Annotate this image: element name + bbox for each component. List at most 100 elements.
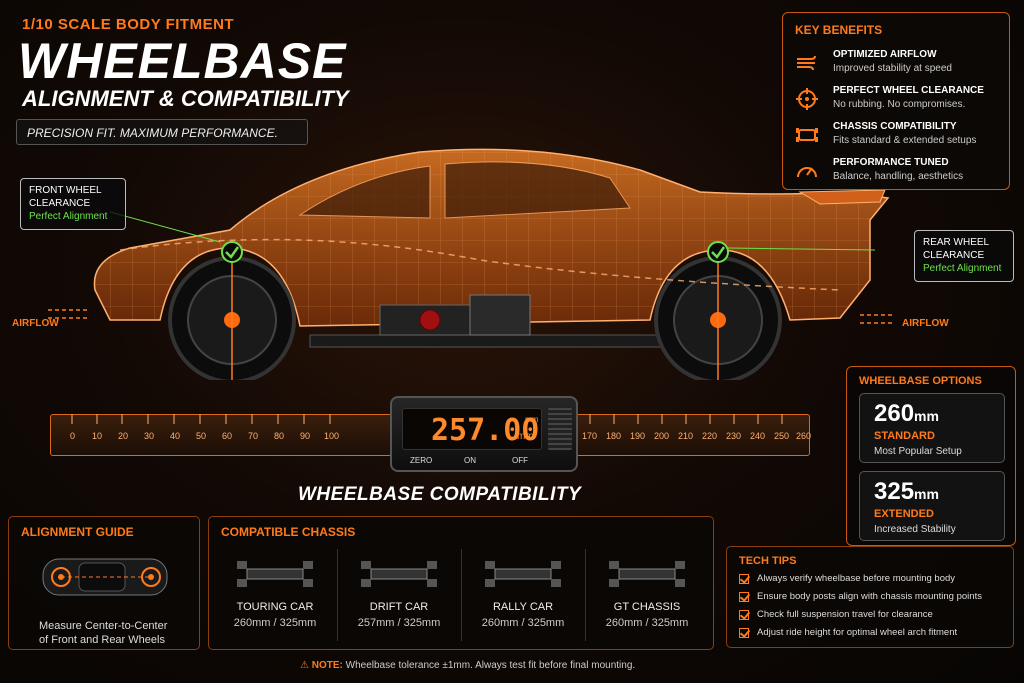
benefit-title: PERFORMANCE TUNED xyxy=(833,157,949,168)
tick-label: 40 xyxy=(170,431,181,441)
compatible-chassis-title: COMPATIBLE CHASSIS xyxy=(221,525,356,539)
tick-label: 210 xyxy=(678,431,694,441)
tip-item: Adjust ride height for optimal wheel arc… xyxy=(739,627,1009,641)
lcd-screen: 257.00 mm mm xyxy=(402,408,542,450)
tick-label: 190 xyxy=(630,431,646,441)
benefit-desc: Balance, handling, aesthetics xyxy=(833,171,964,182)
front-callout-title-1: FRONT WHEEL xyxy=(29,185,102,196)
kicker-text: 1/10 SCALE BODY FITMENT xyxy=(22,16,235,33)
airflow-left-label: AIRFLOW xyxy=(12,318,59,329)
tip-text: Ensure body posts align with chassis mou… xyxy=(757,591,982,602)
tick-label: 10 xyxy=(92,431,103,441)
chassis-icon xyxy=(796,128,818,142)
divider xyxy=(461,549,462,641)
tech-tips-title: TECH TIPS xyxy=(739,555,797,567)
rally-chassis-icon xyxy=(485,561,561,587)
chassis-item-gt: GT CHASSIS 260mm / 325mm xyxy=(591,535,703,645)
tick-label: 0 xyxy=(70,431,76,441)
chassis-name: GT CHASSIS xyxy=(613,601,681,613)
on-button[interactable]: ON xyxy=(464,456,476,465)
key-benefits-title: KEY BENEFITS xyxy=(795,23,883,37)
tick-label: 260 xyxy=(796,431,812,441)
divider xyxy=(585,549,586,641)
rear-check-icon xyxy=(707,241,729,263)
tick-label: 200 xyxy=(654,431,670,441)
option-value: 325mm xyxy=(874,478,939,505)
tip-item: Check full suspension travel for clearan… xyxy=(739,609,1009,623)
tick-label: 60 xyxy=(222,431,233,441)
benefit-item: CHASSIS COMPATIBILITY Fits standard & ex… xyxy=(795,121,1005,155)
option-card-extended: 325mm EXTENDED Increased Stability xyxy=(859,471,1005,541)
top-view-car-icon xyxy=(42,558,168,596)
airflow-right-label: AIRFLOW xyxy=(902,318,949,329)
benefit-desc: No rubbing. No compromises. xyxy=(833,99,966,110)
rear-callout-status: Perfect Alignment xyxy=(923,263,1002,274)
compatible-chassis-panel: COMPATIBLE CHASSIS TOURING CAR 260mm / 3… xyxy=(208,516,714,650)
tick-label: 50 xyxy=(196,431,207,441)
option-desc: Most Popular Setup xyxy=(874,446,962,457)
chassis-sizes: 260mm / 325mm xyxy=(481,617,565,629)
checkbox-icon xyxy=(739,610,749,620)
lcd-unit-side: mm xyxy=(517,431,534,442)
benefit-item: PERFECT WHEEL CLEARANCE No rubbing. No c… xyxy=(795,85,1005,119)
tick-label: 30 xyxy=(144,431,155,441)
checkbox-icon xyxy=(739,592,749,602)
drift-chassis-icon xyxy=(361,561,437,587)
benefit-title: PERFECT WHEEL CLEARANCE xyxy=(833,85,984,96)
option-card-standard: 260mm STANDARD Most Popular Setup xyxy=(859,393,1005,463)
ruler-ticks-graphic xyxy=(71,414,783,424)
alignment-guide-panel: ALIGNMENT GUIDE Measure Center-to-Center… xyxy=(8,516,200,650)
page-subtitle: ALIGNMENT & COMPATIBILITY xyxy=(22,86,349,111)
alignment-guide-text-1: Measure Center-to-Center xyxy=(39,620,168,632)
tick-label: 100 xyxy=(324,431,340,441)
tick-label: 90 xyxy=(300,431,311,441)
tick-label: 180 xyxy=(606,431,622,441)
tip-text: Check full suspension travel for clearan… xyxy=(757,609,933,620)
chassis-sizes: 257mm / 325mm xyxy=(357,617,441,629)
airflow-icon xyxy=(797,55,816,71)
tick-label: 20 xyxy=(118,431,129,441)
lcd-unit-top: mm xyxy=(525,415,539,424)
rear-callout-title-2: CLEARANCE xyxy=(923,250,985,261)
tip-text: Always verify wheelbase before mounting … xyxy=(757,573,956,584)
tick-label: 170 xyxy=(582,431,598,441)
lcd-reading: 257.00 xyxy=(431,413,540,448)
tip-item: Always verify wheelbase before mounting … xyxy=(739,573,1009,587)
crosshair-icon xyxy=(796,88,818,110)
chassis-item-rally: RALLY CAR 260mm / 325mm xyxy=(467,535,579,645)
rear-wheel-callout: REAR WHEEL CLEARANCE Perfect Alignment xyxy=(914,230,1014,282)
rear-callout-title-1: REAR WHEEL xyxy=(923,237,990,248)
front-check-icon xyxy=(221,241,243,263)
warning-icon: ⚠ xyxy=(300,660,309,671)
tech-tips-panel: TECH TIPS Always verify wheelbase before… xyxy=(726,546,1014,648)
gauge-icon xyxy=(797,167,817,178)
alignment-guide-title: ALIGNMENT GUIDE xyxy=(21,525,134,539)
option-label: EXTENDED xyxy=(874,508,934,520)
chassis-item-touring: TOURING CAR 260mm / 325mm xyxy=(219,535,331,645)
caliper-grip xyxy=(548,408,572,450)
option-label: STANDARD xyxy=(874,430,935,442)
benefit-desc: Fits standard & extended setups xyxy=(833,135,977,146)
gt-chassis-icon xyxy=(609,561,685,587)
chassis-sizes: 260mm / 325mm xyxy=(233,617,317,629)
checkbox-icon xyxy=(739,574,749,584)
option-value: 260mm xyxy=(874,400,939,427)
off-button[interactable]: OFF xyxy=(512,456,528,465)
divider xyxy=(337,549,338,641)
front-wheel-callout: FRONT WHEEL CLEARANCE Perfect Alignment xyxy=(20,178,126,230)
tip-text: Adjust ride height for optimal wheel arc… xyxy=(757,627,958,638)
tick-label: 250 xyxy=(774,431,790,441)
tick-label: 70 xyxy=(248,431,259,441)
checkbox-icon xyxy=(739,628,749,638)
tick-label: 220 xyxy=(702,431,718,441)
chassis-name: DRIFT CAR xyxy=(369,601,429,613)
note-text: Wheelbase tolerance ±1mm. Always test fi… xyxy=(345,660,636,671)
key-benefits-panel: KEY BENEFITS OPTIMIZED AIRFLOW Improved … xyxy=(782,12,1010,190)
car-wireframe-illustration xyxy=(48,148,895,380)
benefit-desc: Improved stability at speed xyxy=(833,63,952,74)
option-desc: Increased Stability xyxy=(874,524,956,535)
zero-button[interactable]: ZERO xyxy=(410,456,433,465)
chassis-item-drift: DRIFT CAR 257mm / 325mm xyxy=(343,535,455,645)
tick-label: 230 xyxy=(726,431,742,441)
digital-caliper-display: 257.00 mm mm ZERO ON OFF xyxy=(390,396,578,472)
